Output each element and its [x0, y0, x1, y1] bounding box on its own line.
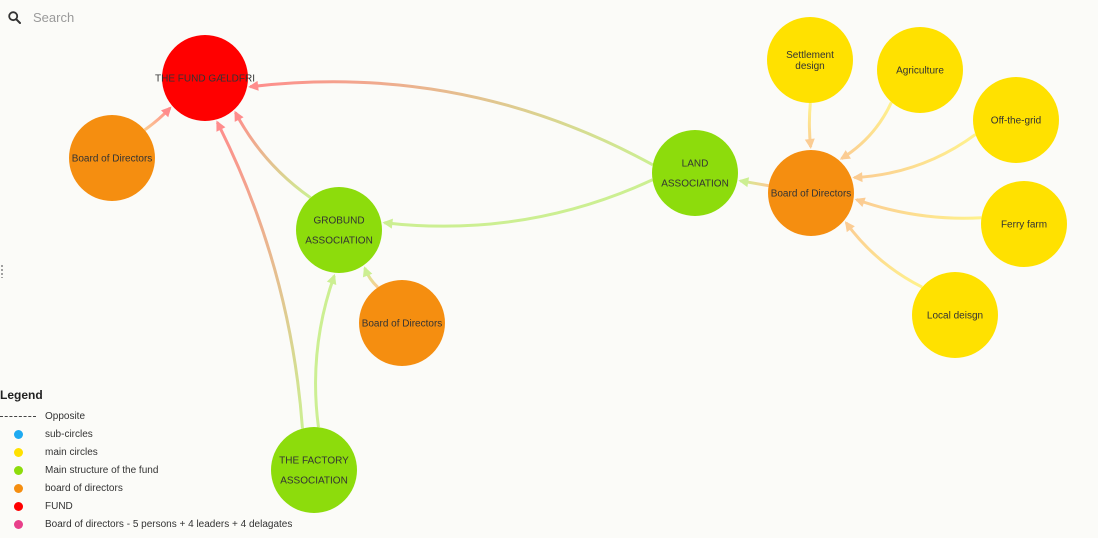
- legend-item: Board of directors - 5 persons + 4 leade…: [0, 515, 340, 533]
- arrowhead-land-to-fund: [248, 80, 259, 91]
- legend-item: main circles: [0, 443, 340, 461]
- node-label: Board of Directors: [771, 189, 852, 200]
- color-dot-icon: [13, 483, 23, 493]
- arrowhead-local-to-board_land: [844, 221, 855, 233]
- arrowhead-offgrid-to-board_land: [852, 172, 863, 183]
- node-label: Agriculture: [896, 66, 944, 77]
- arrowhead-factory-to-grobund: [326, 273, 337, 285]
- arrowhead-grobund-to-fund: [234, 110, 244, 122]
- node-label: Local deisgn: [927, 311, 983, 322]
- color-dot-icon: [13, 465, 23, 475]
- drag-handle-icon[interactable]: [0, 264, 4, 278]
- legend-item: Main structure of the fund: [0, 461, 340, 479]
- node-grobund[interactable]: GROBUND ASSOCIATION: [296, 187, 382, 273]
- node-circle[interactable]: [877, 27, 963, 113]
- node-label: Ferry farm: [1001, 220, 1047, 231]
- legend-title: Legend: [0, 388, 43, 402]
- legend-item-label: Opposite: [45, 410, 86, 422]
- node-label: Settlement: [786, 50, 834, 61]
- node-fund[interactable]: THE FUND GÆLDFRI: [155, 35, 255, 121]
- legend-item: Opposite: [0, 407, 340, 425]
- node-label: GROBUND: [313, 216, 364, 227]
- node-board-grobund[interactable]: Board of Directors: [359, 280, 445, 366]
- edge-agriculture-to-board_land[interactable]: [840, 101, 893, 160]
- node-circle[interactable]: [652, 130, 738, 216]
- edges-layer: [143, 80, 982, 429]
- edge-offgrid-to-board_land[interactable]: [854, 133, 977, 180]
- legend-item-label: Main structure of the fund: [45, 464, 159, 476]
- dashed-line-icon: [0, 415, 36, 417]
- color-dot-icon: [13, 447, 23, 457]
- legend-item: board of directors: [0, 479, 340, 497]
- node-label: ASSOCIATION: [305, 236, 373, 247]
- node-label: THE FUND GÆLDFRI: [155, 74, 255, 85]
- node-circle[interactable]: [296, 187, 382, 273]
- node-label: design: [795, 61, 824, 72]
- node-offgrid[interactable]: Off-the-grid: [973, 77, 1059, 163]
- node-board-land[interactable]: Board of Directors: [768, 150, 854, 236]
- node-circle[interactable]: [767, 17, 853, 103]
- legend-item: FUND: [0, 497, 340, 515]
- node-agriculture[interactable]: Agriculture: [877, 27, 963, 113]
- node-circle[interactable]: [69, 115, 155, 201]
- color-dot-icon: [13, 501, 23, 511]
- node-label: Board of Directors: [362, 319, 443, 330]
- arrowhead-factory-to-fund: [216, 120, 226, 132]
- node-label: Off-the-grid: [991, 116, 1041, 127]
- legend-item-label: sub-circles: [45, 428, 93, 440]
- node-circle[interactable]: [359, 280, 445, 366]
- color-dot-icon: [13, 519, 23, 529]
- legend-item-label: FUND: [45, 500, 73, 512]
- arrowhead-board_fund-to-fund: [160, 106, 172, 118]
- legend-item: sub-circles: [0, 425, 340, 443]
- node-factory[interactable]: THE FACTORY ASSOCIATION: [271, 427, 357, 513]
- legend-item-label: main circles: [45, 446, 98, 458]
- arrowhead-board_grobund-to-grobund: [362, 266, 373, 278]
- arrowhead-settlement-to-board_land: [804, 138, 815, 149]
- search-input[interactable]: [31, 9, 235, 26]
- node-circle[interactable]: [912, 272, 998, 358]
- arrowhead-ferry-to-board_land: [854, 197, 866, 208]
- edge-land-to-grobund[interactable]: [384, 178, 654, 228]
- search-bar: [8, 9, 235, 26]
- node-circle[interactable]: [271, 427, 357, 513]
- search-icon: [8, 11, 21, 24]
- node-label: ASSOCIATION: [661, 179, 729, 190]
- node-label: LAND: [682, 159, 709, 170]
- node-label: THE FACTORY: [279, 456, 349, 467]
- node-circle[interactable]: [973, 77, 1059, 163]
- node-label: ASSOCIATION: [280, 476, 348, 487]
- edge-local-to-board_land[interactable]: [844, 221, 923, 289]
- arrowhead-agriculture-to-board_land: [839, 150, 851, 160]
- node-local[interactable]: Local deisgn: [912, 272, 998, 358]
- node-land[interactable]: LAND ASSOCIATION: [652, 130, 738, 216]
- arrowhead-board_land-to-land: [738, 177, 750, 188]
- color-dot-icon: [13, 429, 23, 439]
- node-circle[interactable]: [981, 181, 1067, 267]
- edge-land-to-fund[interactable]: [249, 80, 654, 167]
- node-circle[interactable]: [768, 150, 854, 236]
- arrowhead-land-to-grobund: [382, 218, 393, 229]
- edge-grobund-to-fund[interactable]: [234, 111, 312, 199]
- node-circle[interactable]: [162, 35, 248, 121]
- node-label: Board of Directors: [72, 154, 153, 165]
- edge-factory-to-grobund[interactable]: [314, 275, 336, 428]
- edge-ferry-to-board_land[interactable]: [856, 198, 982, 220]
- node-ferry[interactable]: Ferry farm: [981, 181, 1067, 267]
- node-board-fund[interactable]: Board of Directors: [69, 115, 155, 201]
- edge-factory-to-fund[interactable]: [215, 121, 304, 429]
- legend-item-label: board of directors: [45, 482, 123, 494]
- legend-item-label: Board of directors - 5 persons + 4 leade…: [45, 518, 293, 530]
